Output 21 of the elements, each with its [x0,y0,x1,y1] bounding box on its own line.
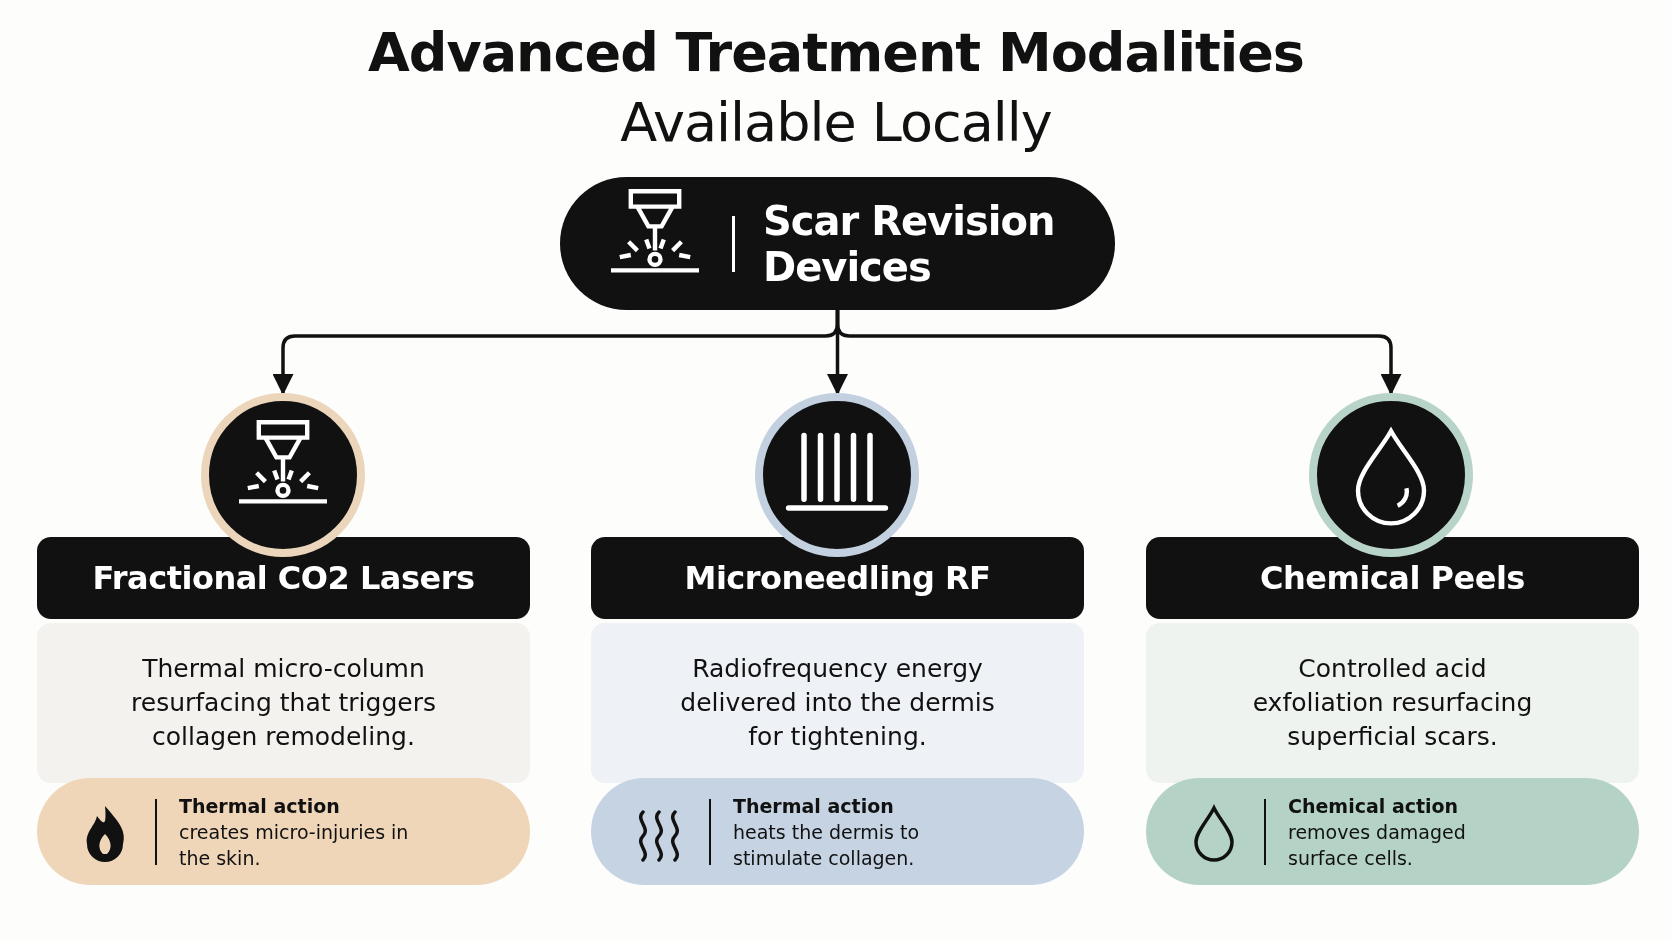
title-bar [1146,537,1639,619]
action-text: removes damaged surface cells. [1288,819,1467,871]
action-text: creates micro-injuries in the skin. [179,819,410,871]
treatment-title: Chemical Peels [1260,559,1525,597]
action-title: Thermal action [179,793,341,819]
treatment-title: Fractional CO2 Lasers [92,559,475,597]
action-text: heats the dermis to stimulate collagen. [733,819,920,871]
action-title: Thermal action [733,793,895,819]
description-text: Controlled acid exfoliation resurfacing superficial scars. [1251,653,1534,753]
title-bar [37,537,530,619]
treatment-title: Microneedling RF [684,559,991,597]
description-panel [37,623,530,783]
title: Advanced Treatment Modalities Available Locally [367,20,1305,156]
action-title: Chemical action [1288,793,1460,819]
description-text: Thermal micro-column resurfacing that triggers collagen remodeling. [130,653,437,753]
description-panel [1146,623,1639,783]
description-text: Radiofrequency energy delivered into the dermis for tightening. [679,653,996,753]
description-panel [591,623,1084,783]
title-bar [591,537,1084,619]
arrow [835,310,1402,396]
category-title: Scar Revision Devices [763,197,1056,290]
